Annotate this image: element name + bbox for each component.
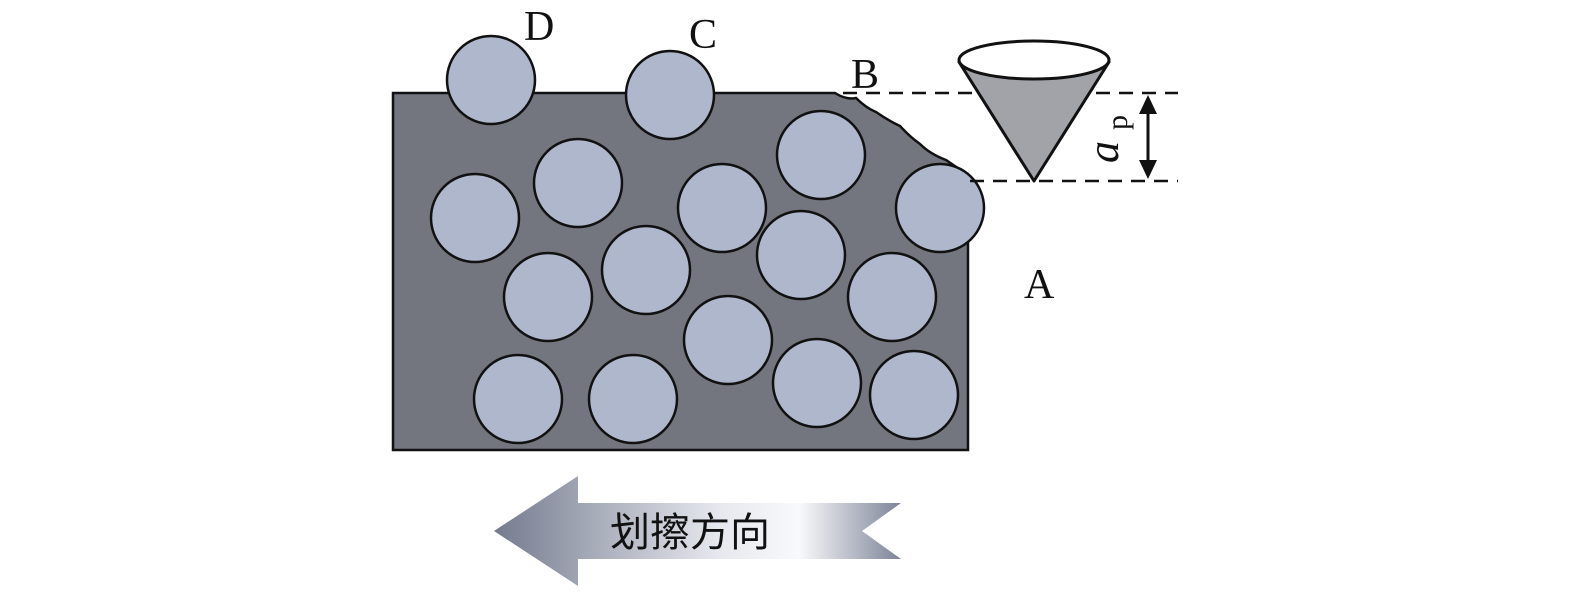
particle bbox=[472, 353, 564, 445]
indenter-top-ellipse bbox=[957, 39, 1111, 81]
particle bbox=[676, 162, 768, 254]
label-c: C bbox=[689, 12, 717, 58]
particle bbox=[868, 349, 960, 441]
particle bbox=[755, 209, 847, 301]
cone-indenter-icon bbox=[957, 39, 1111, 183]
particle bbox=[771, 337, 863, 429]
particle bbox=[429, 172, 521, 264]
arrow-up-icon bbox=[1139, 95, 1157, 114]
left-arrow-icon bbox=[494, 476, 901, 586]
arrow-down-icon bbox=[1139, 160, 1157, 179]
particle-edge bbox=[894, 162, 986, 254]
label-b: B bbox=[851, 52, 879, 98]
particles-group bbox=[429, 34, 986, 445]
depth-dimension: a p bbox=[1079, 95, 1157, 179]
particle bbox=[532, 137, 624, 229]
label-d: D bbox=[524, 4, 554, 50]
particle bbox=[600, 224, 692, 316]
particle bbox=[846, 251, 938, 343]
particle bbox=[587, 353, 679, 445]
label-a: A bbox=[1024, 262, 1055, 308]
depth-of-cut-label: a p bbox=[1079, 115, 1134, 163]
scratch-direction-label: 划擦方向 bbox=[610, 510, 770, 556]
particle bbox=[775, 109, 867, 201]
particle bbox=[682, 294, 774, 386]
scratch-direction-arrow: 划擦方向 bbox=[494, 476, 901, 586]
particle-c bbox=[624, 49, 716, 141]
particle-d bbox=[445, 34, 537, 126]
particle bbox=[502, 251, 594, 343]
